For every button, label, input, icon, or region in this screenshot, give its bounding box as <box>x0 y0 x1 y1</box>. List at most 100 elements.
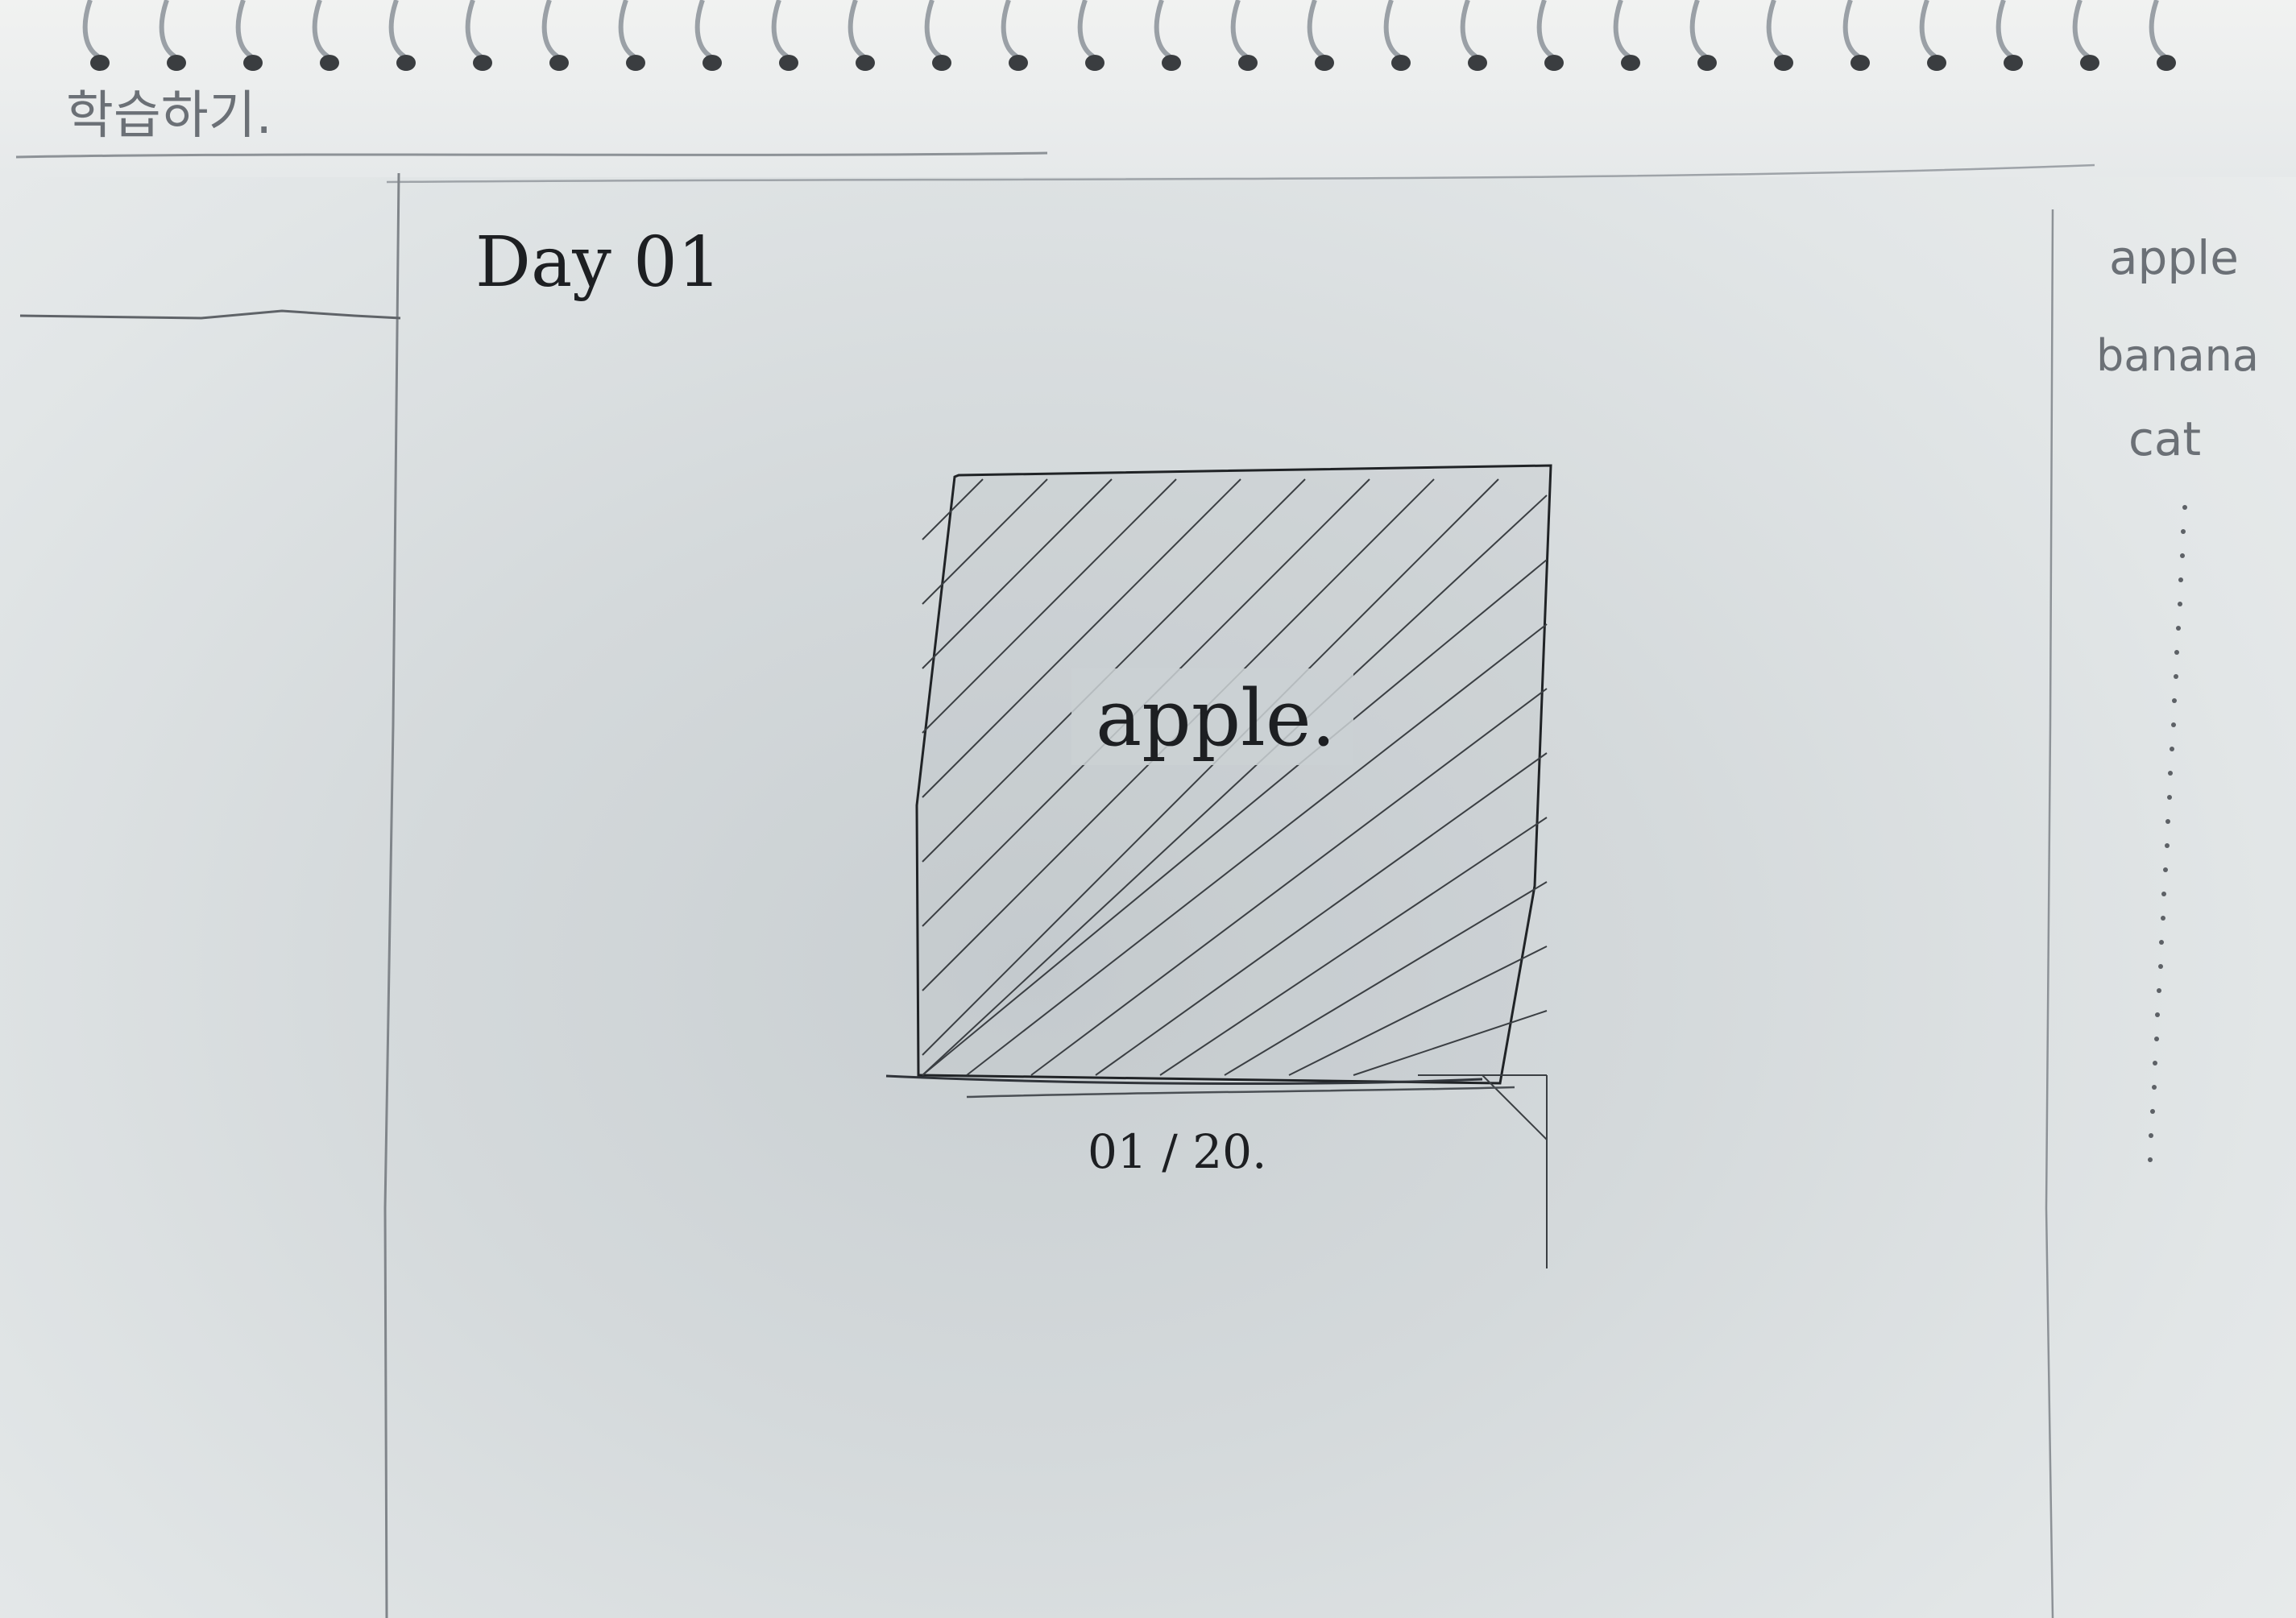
more-items-dots <box>2148 505 2187 1162</box>
left-menu-item[interactable] <box>19 309 401 320</box>
ellipsis-dot <box>2182 505 2187 510</box>
hatch-line <box>922 478 1499 1056</box>
spiral-ring <box>1307 0 1324 59</box>
spiral-ring <box>1766 0 1784 59</box>
sidebar-word-apple[interactable]: apple <box>2109 230 2239 285</box>
card-border <box>915 464 1552 1085</box>
spiral-ring <box>388 0 406 59</box>
spiral-ring <box>465 0 483 59</box>
spiral-hole <box>702 55 722 71</box>
spiral-hole <box>1391 55 1411 71</box>
spiral-ring <box>1996 0 2013 59</box>
spiral-ring <box>924 0 942 59</box>
ellipsis-dot <box>2154 1037 2159 1041</box>
day-title: Day 01 <box>475 222 722 303</box>
spiral-hole <box>1927 55 1946 71</box>
spiral-ring <box>1919 0 1937 59</box>
hatch-line <box>922 559 1548 1076</box>
spiral-hole <box>549 55 569 71</box>
spiral-binding <box>82 0 2176 71</box>
spiral-hole <box>1085 55 1104 71</box>
spiral-ring <box>159 0 176 59</box>
spiral-ring <box>82 0 100 59</box>
spiral-hole <box>1850 55 1870 71</box>
word-card[interactable]: apple. <box>915 464 1552 1268</box>
ellipsis-dot <box>2165 843 2170 848</box>
ellipsis-dot <box>2176 626 2181 631</box>
spiral-hole <box>1468 55 1487 71</box>
spiral-ring <box>1689 0 1707 59</box>
pagination: 01 / 20. <box>1088 1124 1266 1179</box>
card-word-bg <box>1071 668 1353 765</box>
spiral-ring <box>2149 0 2166 59</box>
hatch-line <box>1224 881 1548 1076</box>
spiral-ring <box>1460 0 1477 59</box>
hatch-line <box>922 478 1241 798</box>
paper-top <box>0 0 2296 177</box>
spiral-hole <box>932 55 951 71</box>
ellipsis-dot <box>2149 1133 2153 1138</box>
spiral-hole <box>2004 55 2023 71</box>
sidebar-word-cat[interactable]: cat <box>2128 412 2201 466</box>
menu-title[interactable]: 학습하기. <box>66 86 272 146</box>
card-word: apple. <box>1096 673 1336 763</box>
ellipsis-dot <box>2161 916 2165 921</box>
spiral-hole <box>1621 55 1640 71</box>
spiral-hole <box>167 55 186 71</box>
spiral-ring <box>1154 0 1171 59</box>
ellipsis-dot <box>2157 988 2161 993</box>
spiral-ring <box>235 0 253 59</box>
spiral-hole <box>1544 55 1564 71</box>
hatch-line <box>1288 946 1548 1076</box>
left-panel-border <box>383 172 400 1618</box>
spiral-hole <box>1697 55 1717 71</box>
spiral-ring <box>1383 0 1401 59</box>
hatch-line <box>1159 817 1548 1076</box>
hatch-line <box>922 478 1048 605</box>
card-shadow-stroke <box>966 1086 1515 1099</box>
hatch-line <box>1095 752 1548 1076</box>
spiral-ring <box>771 0 789 59</box>
spiral-hole <box>779 55 798 71</box>
spiral-hole <box>90 55 110 71</box>
ellipsis-dot <box>2178 577 2183 582</box>
ellipsis-dot <box>2163 867 2168 872</box>
ellipsis-dot <box>2180 553 2185 558</box>
spiral-ring <box>694 0 712 59</box>
spiral-hole <box>2157 55 2176 71</box>
spiral-hole <box>1009 55 1028 71</box>
ellipsis-dot <box>2181 529 2186 534</box>
spiral-hole <box>396 55 416 71</box>
hatch-line <box>1030 688 1548 1076</box>
spiral-hole <box>473 55 492 71</box>
hatch-line <box>922 495 1548 1076</box>
spiral-ring <box>1077 0 1095 59</box>
spiral-hole <box>2080 55 2099 71</box>
hatch-line <box>1353 1010 1548 1076</box>
header-underline <box>15 151 1048 159</box>
spiral-hole <box>243 55 263 71</box>
hatch-line <box>966 623 1548 1076</box>
spiral-hole <box>856 55 875 71</box>
spiral-ring <box>312 0 329 59</box>
spiral-hole <box>1238 55 1258 71</box>
ellipsis-dot <box>2165 819 2170 824</box>
hatch-line <box>922 478 984 540</box>
header-divider <box>386 163 2095 184</box>
spiral-ring <box>1230 0 1248 59</box>
spiral-hole <box>320 55 339 71</box>
spiral-hole <box>1774 55 1793 71</box>
spiral-ring <box>1613 0 1631 59</box>
ellipsis-dot <box>2174 674 2178 679</box>
ellipsis-dot <box>2171 722 2176 727</box>
card-hatching <box>922 478 1548 1268</box>
spiral-ring <box>1842 0 1860 59</box>
ellipsis-dot <box>2174 650 2179 655</box>
spiral-hole <box>626 55 645 71</box>
ellipsis-dot <box>2152 1085 2157 1090</box>
spiral-ring <box>618 0 636 59</box>
ellipsis-dot <box>2167 795 2172 800</box>
sidebar-word-banana[interactable]: banana <box>2096 330 2259 381</box>
